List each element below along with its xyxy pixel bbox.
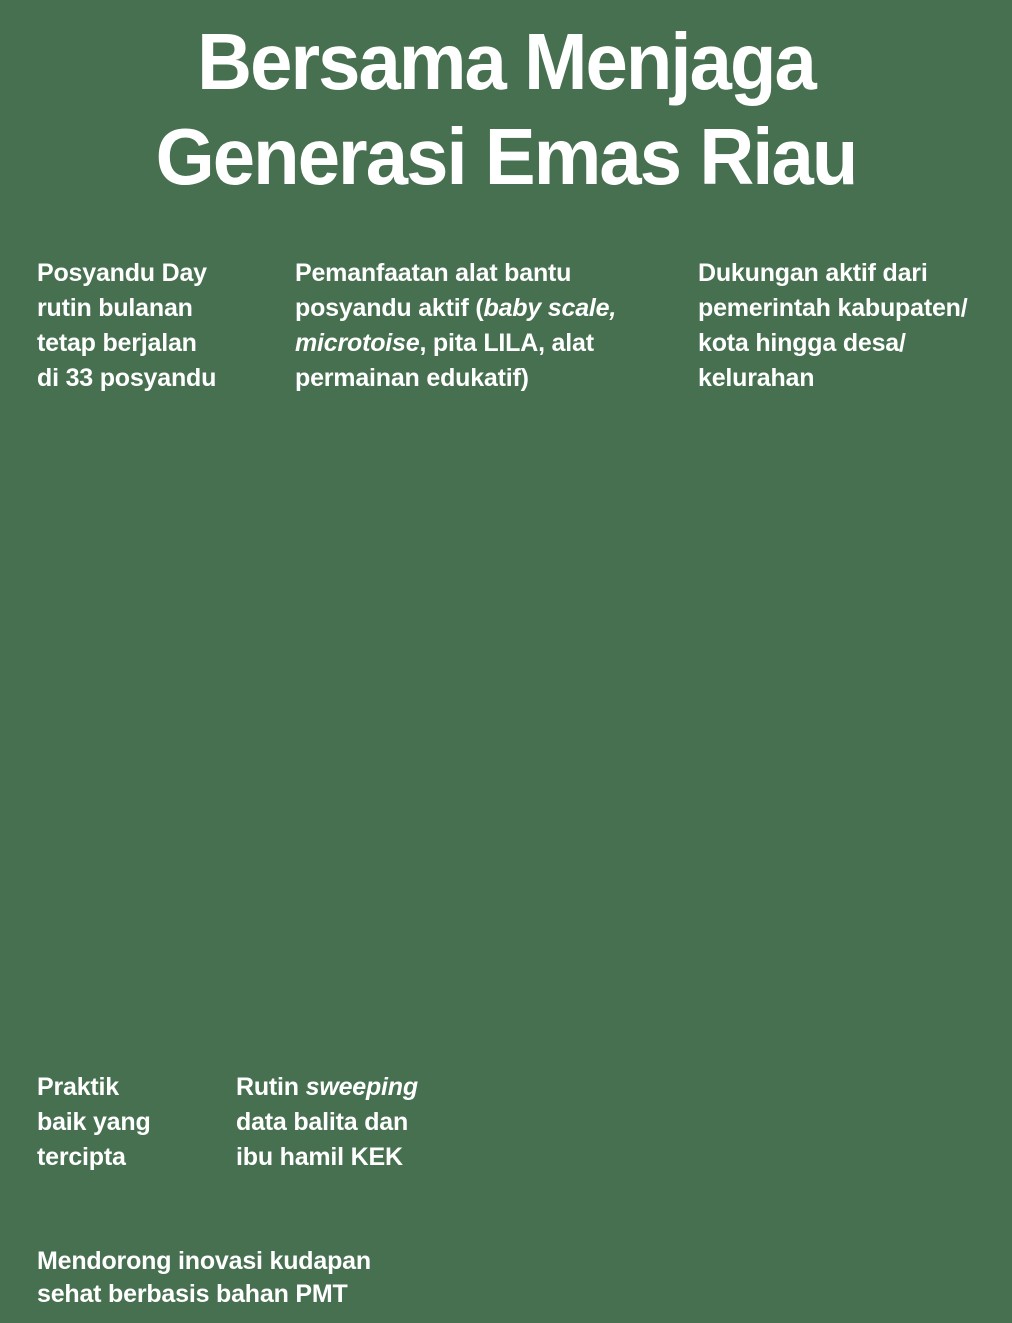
title-line-2: Generasi Emas Riau	[155, 112, 859, 201]
title-line-1: Bersama Menjaga	[197, 17, 817, 106]
page-title: Bersama Menjaga Generasi Emas Riau	[0, 14, 1012, 204]
